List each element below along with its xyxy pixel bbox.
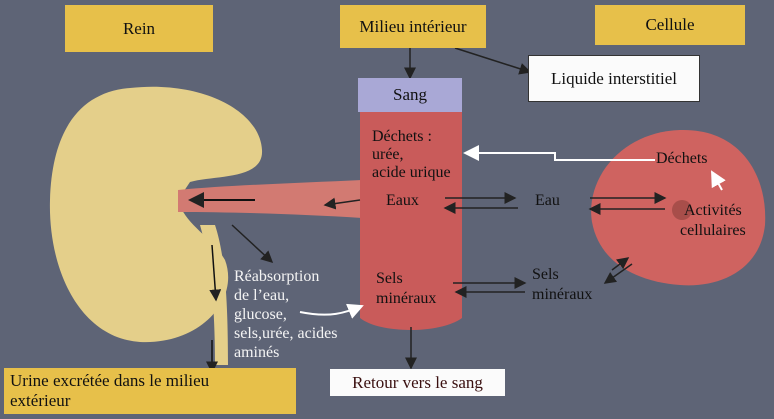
middle-sels-2: minéraux <box>532 286 593 303</box>
header-rein: Rein <box>65 5 213 52</box>
cell-activites: Activités <box>684 202 742 219</box>
vessel-dechets-3: acide urique <box>372 164 451 181</box>
reabsorption-l5: aminés <box>234 344 280 361</box>
header-milieu-interieur: Milieu intérieur <box>340 5 486 48</box>
vessel-dechets-2: urée, <box>372 146 404 163</box>
label-sang: Sang <box>358 78 462 112</box>
renal-vessel <box>178 180 362 218</box>
vessel-sels: Sels <box>376 270 403 287</box>
label-retour-vers-le-sang: Retour vers le sang <box>330 369 505 396</box>
reabsorption-l4: sels,urée, acides <box>234 325 338 342</box>
reabsorption-l2: de l’eau, <box>234 287 290 304</box>
cell-dechets: Déchets <box>656 150 708 167</box>
urine-line-1: Urine excrétée dans le milieu <box>10 371 210 390</box>
reabsorption-l1: Réabsorption <box>234 268 320 285</box>
middle-sels: Sels <box>532 266 559 283</box>
urine-line-2: extérieur <box>10 391 71 410</box>
vessel-sels-2: minéraux <box>376 290 437 307</box>
kidney <box>49 86 263 343</box>
reabsorption-l3: glucose, <box>234 306 287 323</box>
label-liquide-interstitiel: Liquide interstitiel <box>528 55 700 102</box>
middle-eau: Eau <box>535 192 560 209</box>
cell-activites-2: cellulaires <box>680 222 746 239</box>
vessel-eaux: Eaux <box>386 192 419 209</box>
header-cellule: Cellule <box>595 5 745 45</box>
blood-vessel <box>360 112 462 330</box>
vessel-dechets: Déchets : <box>372 128 432 145</box>
label-urine: Urine excrétée dans le milieu extérieur <box>4 368 296 414</box>
